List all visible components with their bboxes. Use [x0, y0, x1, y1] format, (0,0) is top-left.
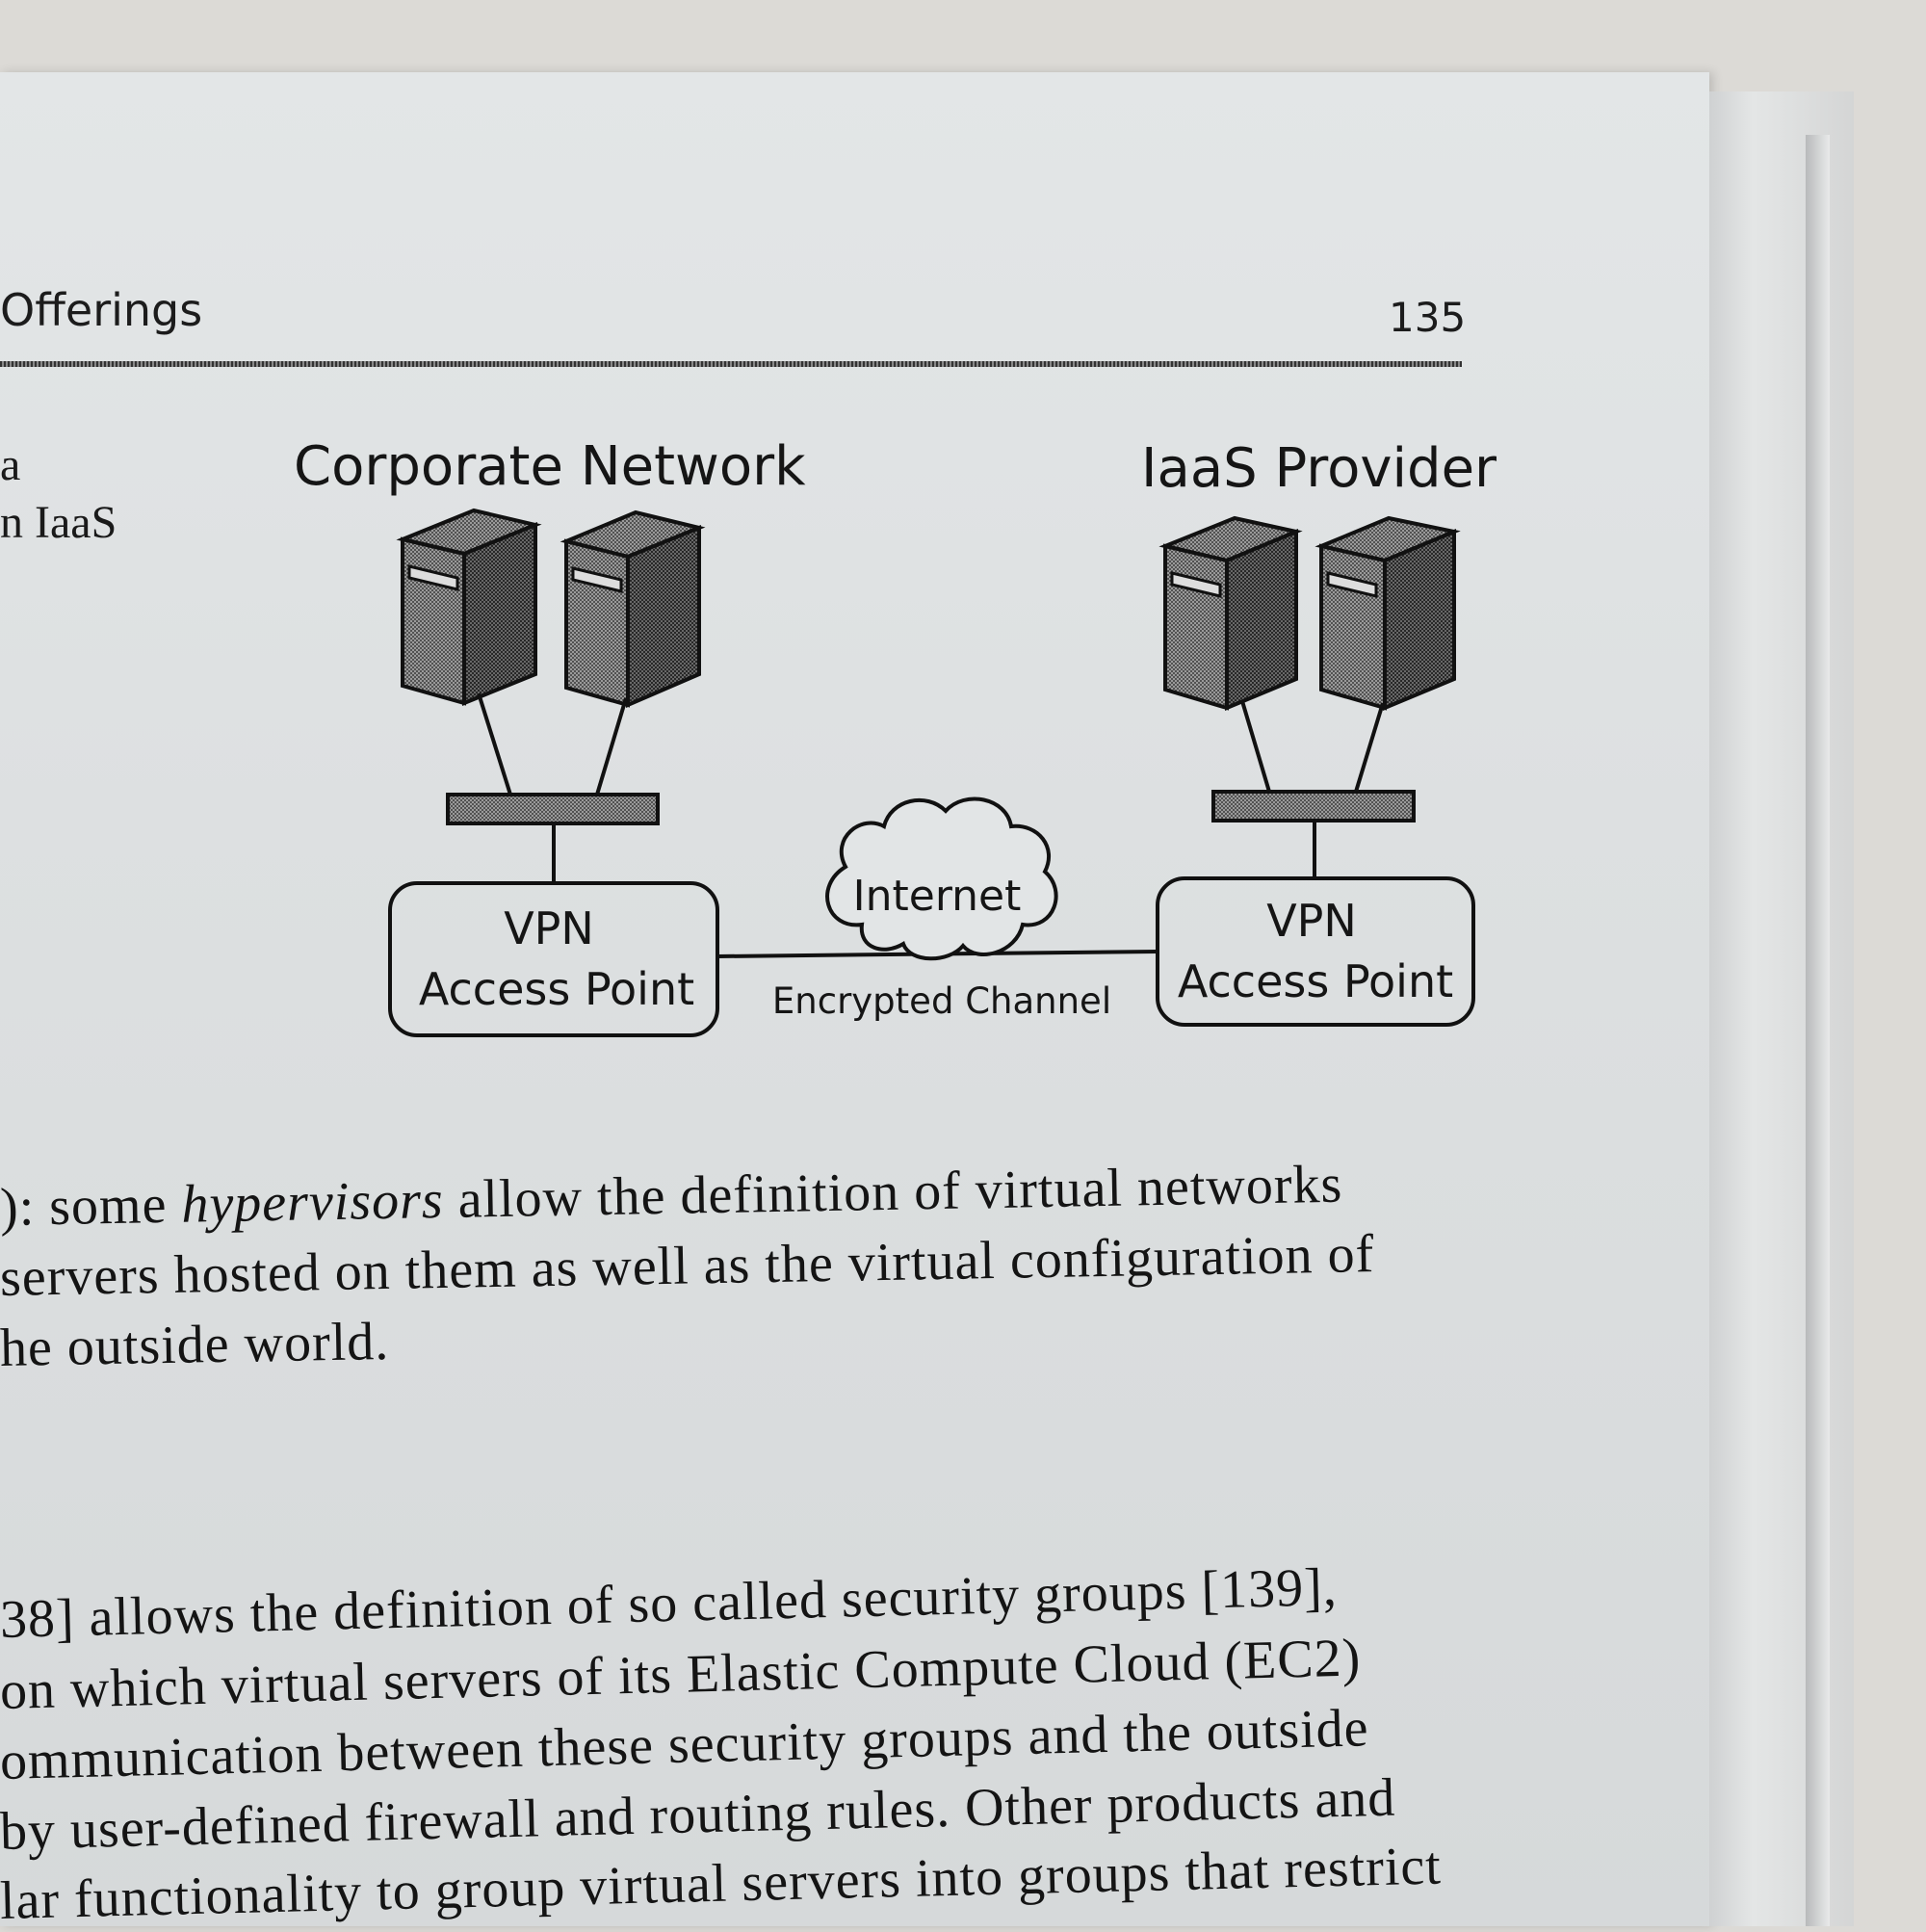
page-stack-edge-shadow: [1806, 135, 1830, 1926]
server-icon: [1314, 515, 1461, 711]
server-icon: [396, 508, 542, 706]
running-header-title: Offerings: [0, 284, 203, 336]
internet-cloud-icon: [825, 796, 1058, 961]
connection-line: [1354, 702, 1385, 793]
right-access-point-label: Access Point: [1178, 955, 1453, 1007]
iaas-provider-label: IaaS Provider: [1141, 437, 1497, 500]
book-page: [0, 72, 1709, 1926]
margin-text-fragment: a: [0, 439, 21, 490]
left-access-point-label: Access Point: [419, 963, 694, 1015]
header-rule: [0, 361, 1462, 367]
connection-line: [1240, 700, 1271, 793]
server-icon: [1158, 515, 1303, 711]
body-text-line: he outside world.: [0, 1311, 390, 1378]
network-switch-icon: [446, 793, 660, 825]
internet-label: Internet: [853, 872, 1022, 921]
right-vpn-label: VPN: [1266, 895, 1357, 947]
left-vpn-label: VPN: [504, 902, 594, 954]
encrypted-channel-label: Encrypted Channel: [772, 980, 1111, 1022]
network-switch-icon: [1211, 790, 1416, 822]
margin-text-fragment: n IaaS: [0, 497, 117, 548]
left-vpn-access-point-box: [388, 881, 719, 1037]
corporate-network-label: Corporate Network: [294, 435, 806, 498]
page-stack-edge: [1709, 91, 1854, 1926]
connection-line: [595, 697, 628, 796]
server-icon: [560, 509, 706, 709]
emphasis-hypervisors: hypervisors: [180, 1169, 445, 1235]
page-number: 135: [1389, 294, 1467, 341]
connection-line: [477, 692, 512, 796]
